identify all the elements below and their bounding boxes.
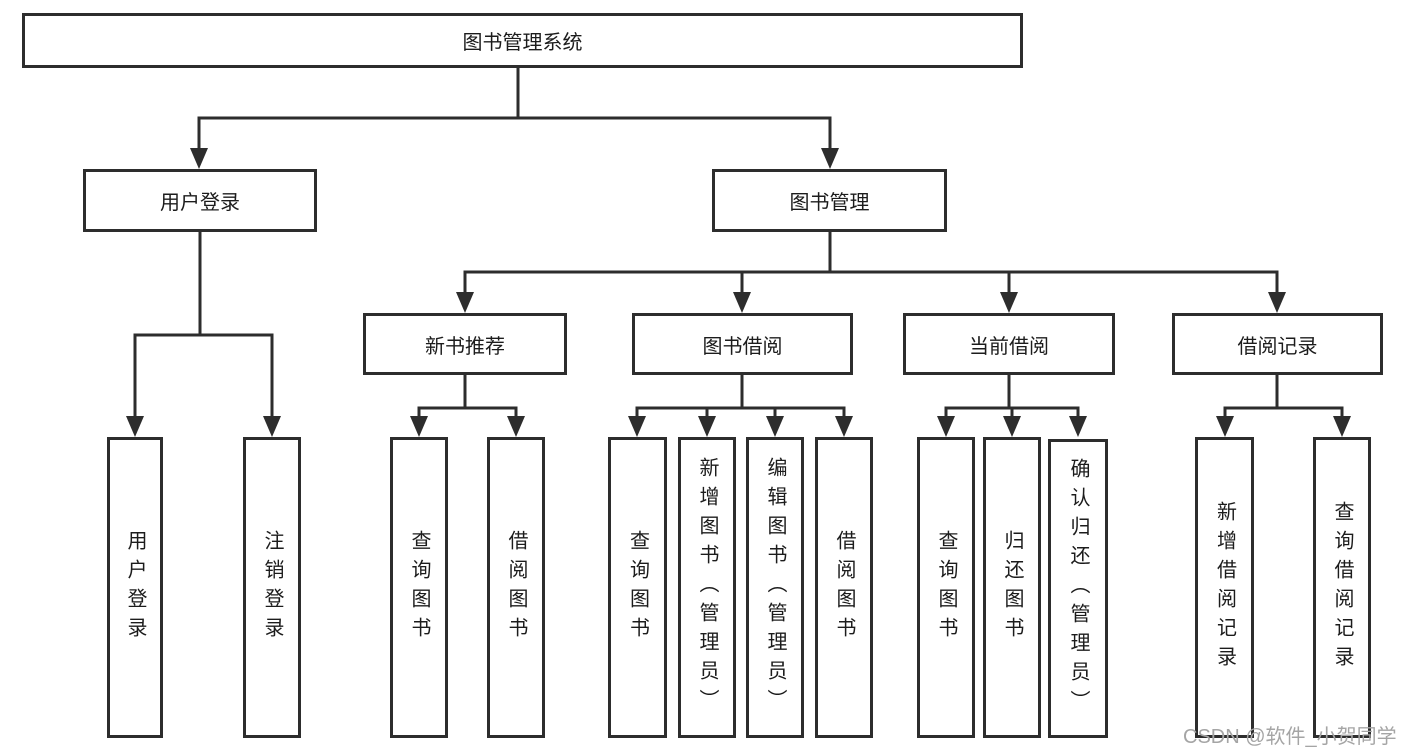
node-root: 图书管理系统 [22, 13, 1023, 68]
node-current-borrow: 当前借阅 [903, 313, 1115, 375]
connector-book-management [463, 232, 1279, 305]
node-user-login: 用户登录 [83, 169, 317, 232]
leaf-query-books-borrow: 查询图书 [608, 437, 667, 738]
arrowhead [698, 416, 716, 437]
arrowhead [263, 416, 281, 437]
leaf-borrow-books-borrow: 借阅图书 [815, 437, 873, 738]
arrowhead [126, 416, 144, 437]
leaf-logout: 注销登录 [243, 437, 301, 738]
node-book-borrow: 图书借阅 [632, 313, 853, 375]
leaf-return-books: 归还图书 [983, 437, 1041, 738]
node-new-book-recommend: 新书推荐 [363, 313, 567, 375]
arrowhead [410, 416, 428, 437]
node-label: 新增图书（管理员） [696, 457, 718, 718]
arrowhead [1069, 416, 1087, 437]
arrowhead [507, 416, 525, 437]
node-label: 用户登录 [124, 529, 146, 646]
arrowhead [456, 292, 474, 313]
arrowhead [1268, 292, 1286, 313]
node-label: 用户登录 [160, 192, 240, 214]
node-label: 图书管理 [789, 192, 870, 214]
node-label: 图书借阅 [702, 335, 783, 358]
node-label: 新书推荐 [425, 335, 505, 358]
arrowhead [1000, 292, 1018, 313]
leaf-edit-book-admin: 编辑图书（管理员） [746, 437, 804, 738]
node-label: 图书管理系统 [462, 32, 583, 54]
connector-borrow-records [1223, 375, 1344, 430]
leaf-borrow-books-recommend: 借阅图书 [487, 437, 545, 738]
node-label: 当前借阅 [969, 335, 1049, 358]
leaf-confirm-return-admin: 确认归还（管理员） [1048, 439, 1108, 738]
leaf-add-book-admin: 新增图书（管理员） [678, 437, 736, 738]
node-book-management: 图书管理 [712, 169, 947, 232]
node-label: 查询图书 [408, 529, 430, 646]
arrowhead [628, 416, 646, 437]
node-label: 确认归还（管理员） [1067, 458, 1089, 719]
node-label: 编辑图书（管理员） [764, 457, 786, 718]
arrowhead [1003, 416, 1021, 437]
arrowhead [835, 416, 853, 437]
arrowhead [733, 292, 751, 313]
arrowhead [937, 416, 955, 437]
connector-root-level2 [197, 68, 832, 160]
leaf-add-borrow-record: 新增借阅记录 [1195, 437, 1254, 738]
connector-user-login [133, 232, 274, 430]
node-label: 借阅图书 [833, 529, 855, 646]
node-label: 查询图书 [626, 529, 649, 646]
node-label: 借阅记录 [1237, 335, 1318, 358]
connector-book-borrow [635, 375, 846, 430]
arrowhead [1216, 416, 1234, 437]
arrowhead [190, 148, 208, 169]
node-label: 注销登录 [261, 529, 283, 646]
leaf-query-borrow-record: 查询借阅记录 [1313, 437, 1371, 738]
node-label: 新增借阅记录 [1213, 500, 1236, 675]
arrowhead [766, 416, 784, 437]
leaf-query-books-current: 查询图书 [917, 437, 975, 738]
arrowhead [1333, 416, 1351, 437]
arrowhead [821, 148, 839, 169]
node-label: 借阅图书 [505, 529, 527, 646]
node-label: 查询借阅记录 [1331, 500, 1353, 675]
leaf-user-login: 用户登录 [107, 437, 163, 738]
node-borrow-records: 借阅记录 [1172, 313, 1383, 375]
node-label: 归还图书 [1001, 529, 1023, 646]
leaf-query-books-recommend: 查询图书 [390, 437, 448, 738]
watermark: CSDN @软件_小贺同学 [1183, 726, 1397, 747]
node-label: 查询图书 [935, 529, 957, 646]
connector-new-book-recommend [417, 375, 518, 430]
